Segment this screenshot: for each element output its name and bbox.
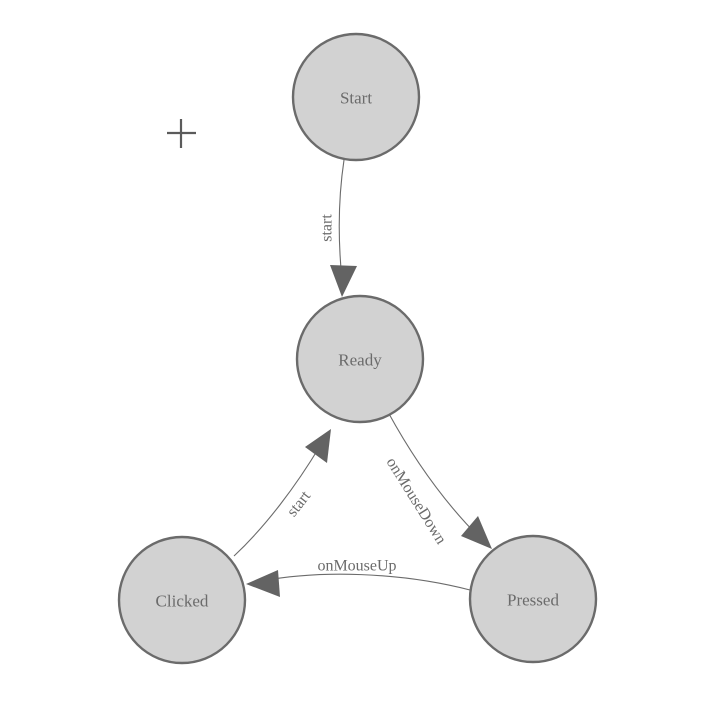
edge-label-pressed-to-clicked: onMouseUp	[317, 558, 396, 575]
arrowhead-pressed-to-clicked	[246, 570, 280, 597]
edge-path-clicked-to-ready	[233, 445, 321, 557]
edge-pressed-to-clicked[interactable]: onMouseUp	[246, 558, 471, 598]
edge-path-pressed-to-clicked	[261, 573, 471, 591]
node-pressed[interactable]: Pressed	[468, 534, 598, 664]
arrowhead-ready-to-pressed	[461, 516, 492, 549]
node-label-start: Start	[340, 89, 372, 108]
edge-path-ready-to-pressed	[387, 411, 481, 539]
edge-path-start-to-ready	[338, 159, 345, 281]
node-circle-start[interactable]	[291, 32, 421, 162]
arrowhead-start-to-ready	[330, 265, 357, 297]
node-clicked[interactable]: Clicked	[117, 535, 247, 665]
node-label-clicked: Clicked	[156, 592, 209, 611]
node-ready[interactable]: Ready	[295, 294, 425, 424]
node-start[interactable]: Start	[291, 32, 421, 162]
edge-start-to-ready[interactable]: start	[319, 159, 358, 297]
arrowhead-clicked-to-ready	[305, 429, 331, 463]
node-label-pressed: Pressed	[507, 591, 559, 610]
edge-label-clicked-to-ready: start	[284, 487, 315, 520]
node-circle-clicked[interactable]	[117, 535, 247, 665]
edge-clicked-to-ready[interactable]: start	[233, 429, 331, 557]
edge-ready-to-pressed[interactable]: onMouseDown	[383, 411, 492, 549]
node-circle-ready[interactable]	[295, 294, 425, 424]
node-label-ready: Ready	[338, 351, 382, 370]
edge-label-start-to-ready: start	[319, 214, 336, 242]
plus-icon[interactable]	[167, 119, 196, 148]
node-circle-pressed[interactable]	[468, 534, 598, 664]
edge-label-ready-to-pressed: onMouseDown	[383, 455, 450, 548]
